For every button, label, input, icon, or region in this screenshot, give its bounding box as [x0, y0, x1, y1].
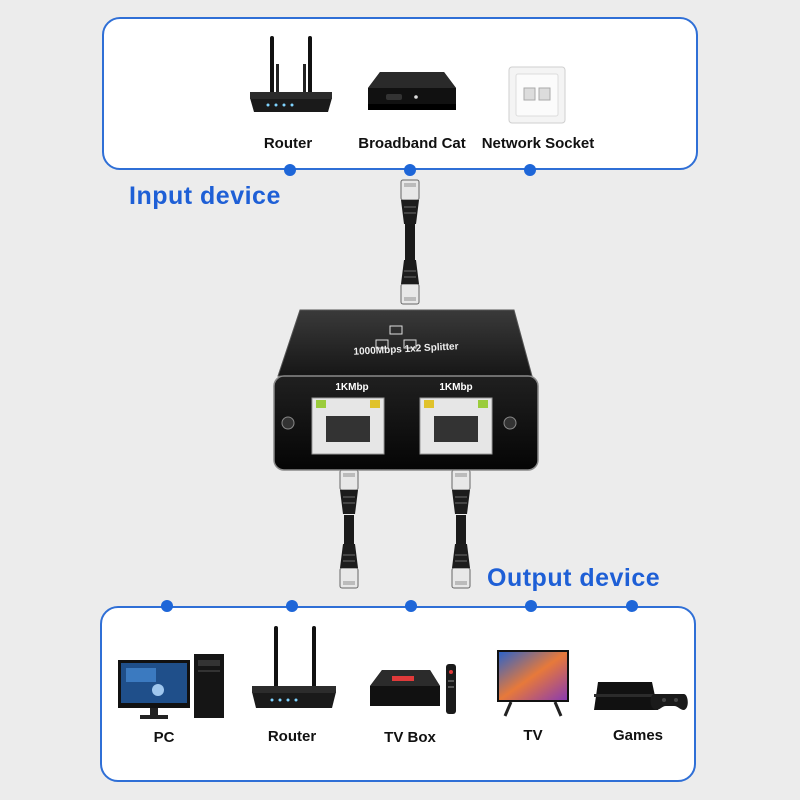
device-label-games: Games — [613, 727, 663, 744]
port-speed-label: 1KMbp — [439, 382, 472, 393]
router-icon — [248, 624, 340, 714]
device-label-pc: PC — [154, 729, 175, 746]
connector-dot — [626, 600, 638, 612]
device-label-tv: TV — [523, 727, 542, 744]
tv-box-icon — [368, 664, 460, 720]
tv-icon — [497, 650, 571, 720]
game-console-icon — [592, 676, 688, 716]
output-device-heading: Output device — [487, 564, 660, 593]
connector-dot — [286, 600, 298, 612]
port-speed-label: 1KMbp — [335, 382, 368, 393]
connector-dot — [405, 600, 417, 612]
device-label-router: Router — [268, 728, 316, 745]
connector-dot — [525, 600, 537, 612]
connector-dot — [161, 600, 173, 612]
device-label-tv-box: TV Box — [384, 729, 436, 746]
splitter-device — [270, 306, 542, 474]
pc-icon — [118, 652, 228, 722]
